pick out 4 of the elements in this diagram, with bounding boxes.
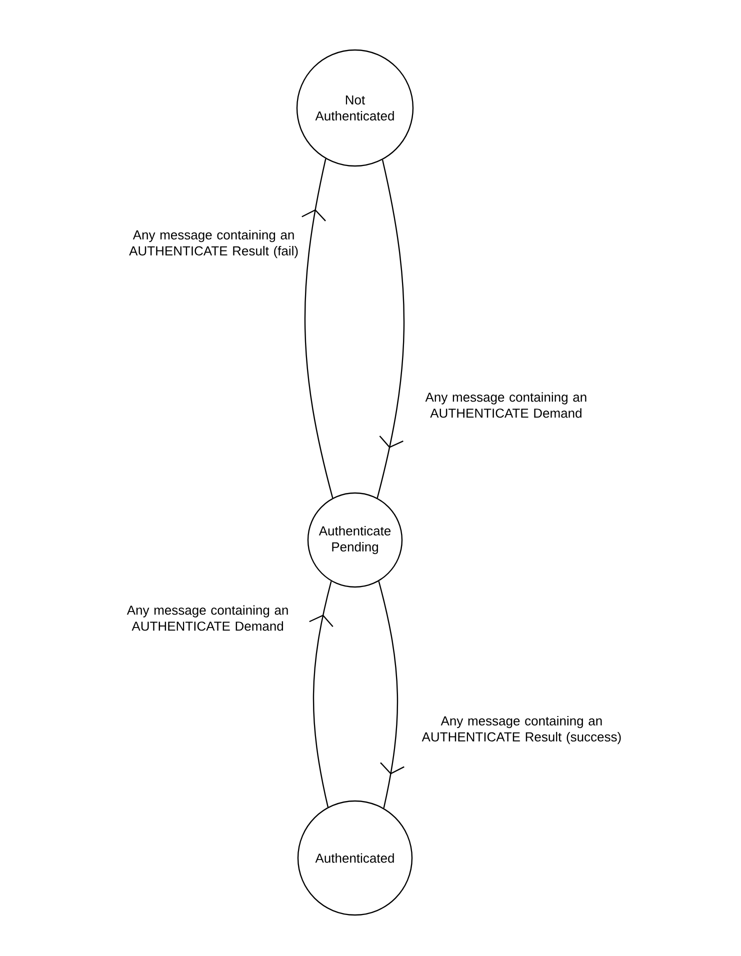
edge-label: Any message containing an AUTHENTICATE Demand xyxy=(425,392,586,418)
edge-label: Any message containing an AUTHENTICATE Demand xyxy=(126,605,288,631)
edge-label: Any message containing an AUTHENTICATE Result (fail) xyxy=(129,230,298,258)
edge-label: Any message containing an AUTHENTICATE Result (success) xyxy=(422,716,621,744)
